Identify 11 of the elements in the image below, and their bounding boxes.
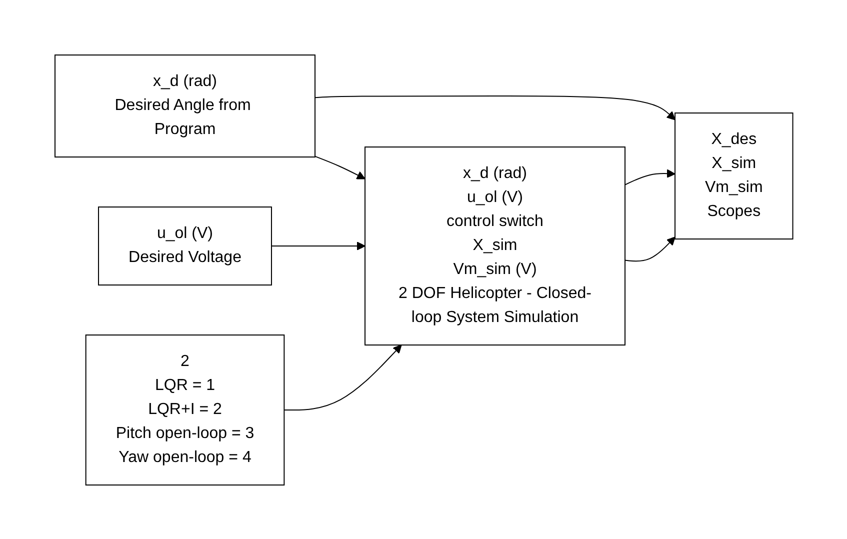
node-box: X_des X_sim Vm_sim Scopes — [674, 112, 793, 239]
arrow — [270, 241, 365, 250]
node-box: u_ol (V) Desired Voltage — [98, 206, 272, 285]
arrow — [314, 95, 675, 120]
arrow — [283, 344, 402, 410]
arrow — [624, 236, 675, 262]
arrow — [314, 155, 365, 179]
arrow — [624, 168, 675, 185]
node-box: x_d (rad) u_ol (V) control switch X_sim Vm_sim (V) 2 DOF Helicopter - Closed-loop System Simulation — [364, 146, 626, 345]
node-box: 2 LQR = 1 LQR+I = 2 Pitch open-loop = 3 Yaw open-loop = 4 — [84, 334, 284, 485]
node-box: x_d (rad) Desired Angle from Program — [54, 54, 316, 157]
